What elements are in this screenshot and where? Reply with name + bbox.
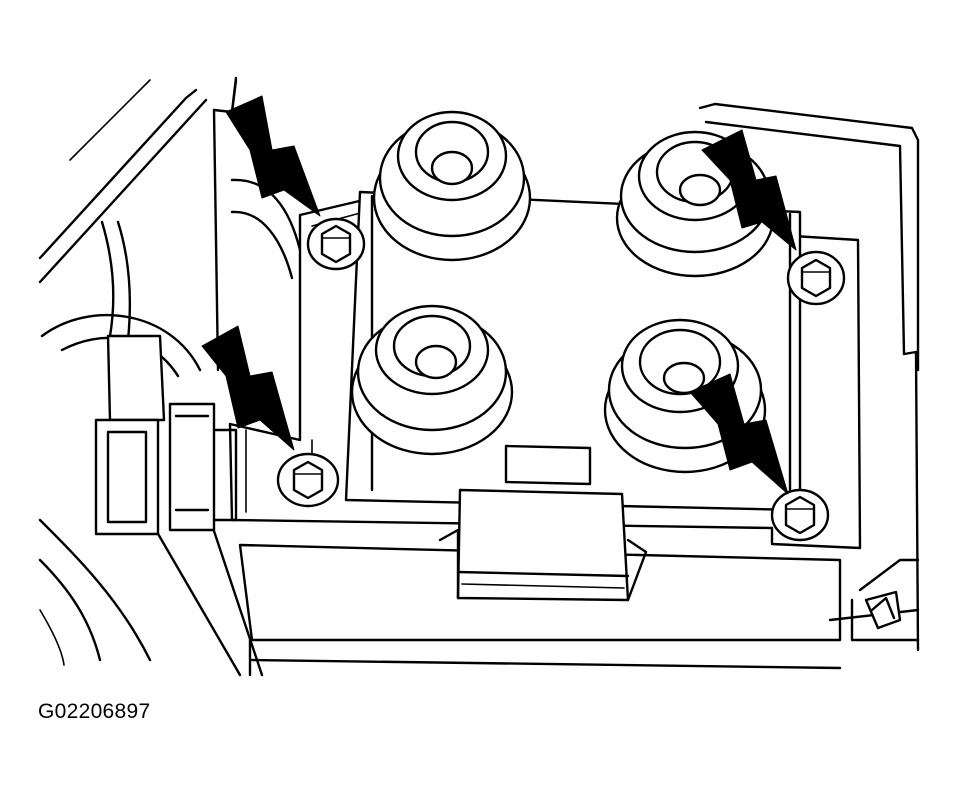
arrow-bottom-left (201, 325, 295, 451)
coil-tower-bottom-left (350, 304, 514, 456)
mounting-bolt-top-left (306, 217, 366, 271)
coil-center-tab (504, 444, 592, 486)
arrow-bottom-right (689, 373, 789, 495)
mounting-bolt-top-right (786, 250, 846, 306)
figure-id-label: G02206897 (38, 700, 151, 723)
engine-background-structure (38, 76, 920, 677)
mounting-bolt-bottom-left (276, 452, 340, 508)
coil-tower-top-left (372, 110, 532, 262)
wiring-harness-connector (94, 334, 238, 536)
arrow-top-left (225, 95, 321, 217)
coil-electrical-connector (438, 488, 648, 602)
arrow-top-right (701, 129, 797, 251)
mounting-bolt-bottom-right (770, 488, 830, 542)
